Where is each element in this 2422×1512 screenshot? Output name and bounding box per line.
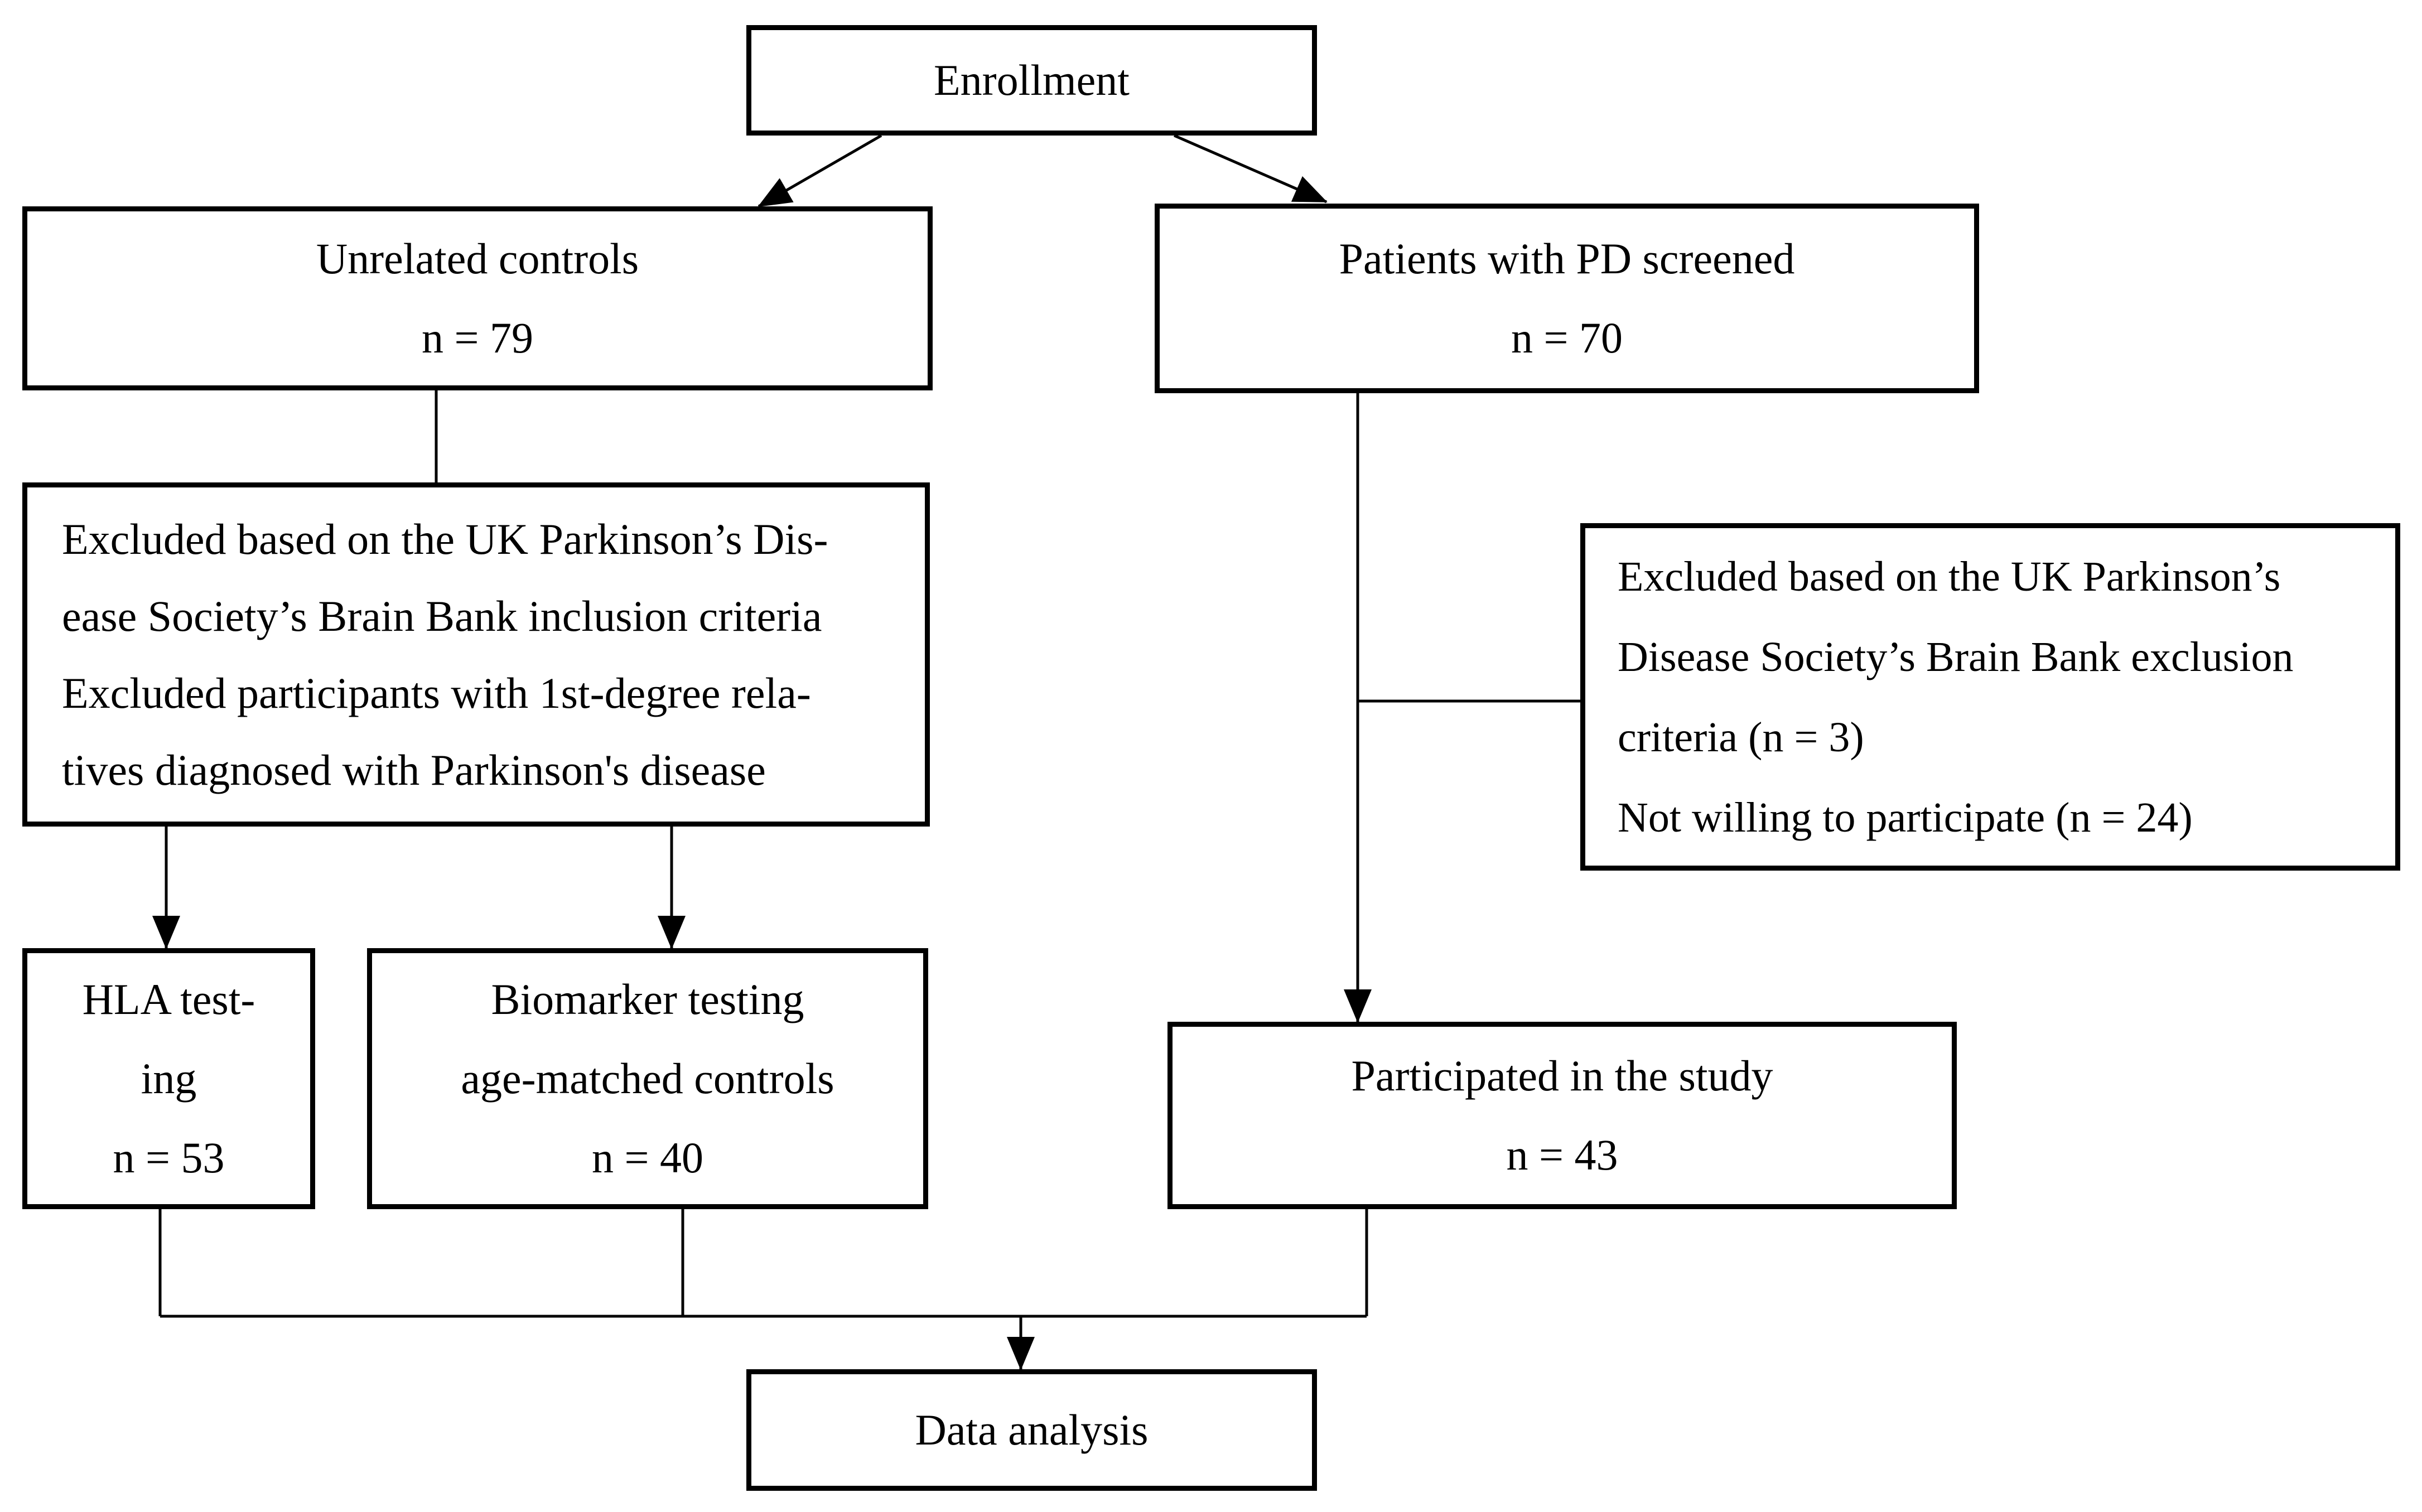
controls-exclusion-line-2: ease Society’s Brain Bank inclusion crit… bbox=[62, 591, 822, 640]
patients-exclusion-line-1: Excluded based on the UK Parkinson’s bbox=[1618, 553, 2281, 600]
enrollment-label: Enrollment bbox=[934, 56, 1130, 104]
unrelated-controls-box: Unrelated controls n = 79 bbox=[22, 206, 933, 390]
data-analysis-box: Data analysis bbox=[746, 1369, 1317, 1491]
controls-exclusion-box: Excluded based on the UK Parkinson’s Dis… bbox=[22, 482, 930, 827]
unrelated-controls-count: n = 79 bbox=[422, 313, 533, 362]
hla-testing-box: HLA test- ing n = 53 bbox=[22, 948, 315, 1209]
unrelated-controls-label: Unrelated controls bbox=[316, 234, 639, 283]
patients-screened-label: Patients with PD screened bbox=[1339, 234, 1795, 283]
biomarker-testing-box: Biomarker testing age-matched controls n… bbox=[367, 948, 928, 1209]
biomarker-testing-count: n = 40 bbox=[592, 1133, 703, 1182]
biomarker-testing-line-1: Biomarker testing bbox=[491, 975, 804, 1023]
patients-exclusion-line-2: Disease Society’s Brain Bank exclusion bbox=[1618, 633, 2294, 680]
patients-screened-count: n = 70 bbox=[1511, 313, 1623, 362]
enrollment-box: Enrollment bbox=[746, 25, 1317, 136]
patients-exclusion-line-4: Not willing to participate (n = 24) bbox=[1618, 794, 2193, 841]
hla-testing-line-2: ing bbox=[141, 1054, 197, 1103]
participated-box: Participated in the study n = 43 bbox=[1167, 1022, 1957, 1209]
hla-testing-line-1: HLA test- bbox=[82, 975, 255, 1023]
patients-exclusion-box: Excluded based on the UK Parkinson’s Dis… bbox=[1580, 523, 2400, 871]
controls-exclusion-line-3: Excluded participants with 1st-degree re… bbox=[62, 668, 811, 717]
biomarker-testing-line-2: age-matched controls bbox=[461, 1054, 834, 1103]
participated-label: Participated in the study bbox=[1351, 1051, 1773, 1100]
data-analysis-label: Data analysis bbox=[915, 1405, 1149, 1454]
hla-testing-count: n = 53 bbox=[113, 1133, 225, 1182]
patients-screened-box: Patients with PD screened n = 70 bbox=[1155, 204, 1979, 393]
participated-count: n = 43 bbox=[1506, 1131, 1618, 1179]
arrow-enrollment-to-controls bbox=[758, 134, 882, 208]
controls-exclusion-line-1: Excluded based on the UK Parkinson’s Dis… bbox=[62, 514, 828, 563]
patients-exclusion-line-3: criteria (n = 3) bbox=[1618, 713, 1864, 761]
arrow-enrollment-to-patients bbox=[1174, 134, 1328, 204]
controls-exclusion-line-4: tives diagnosed with Parkinson's disease bbox=[62, 745, 766, 794]
